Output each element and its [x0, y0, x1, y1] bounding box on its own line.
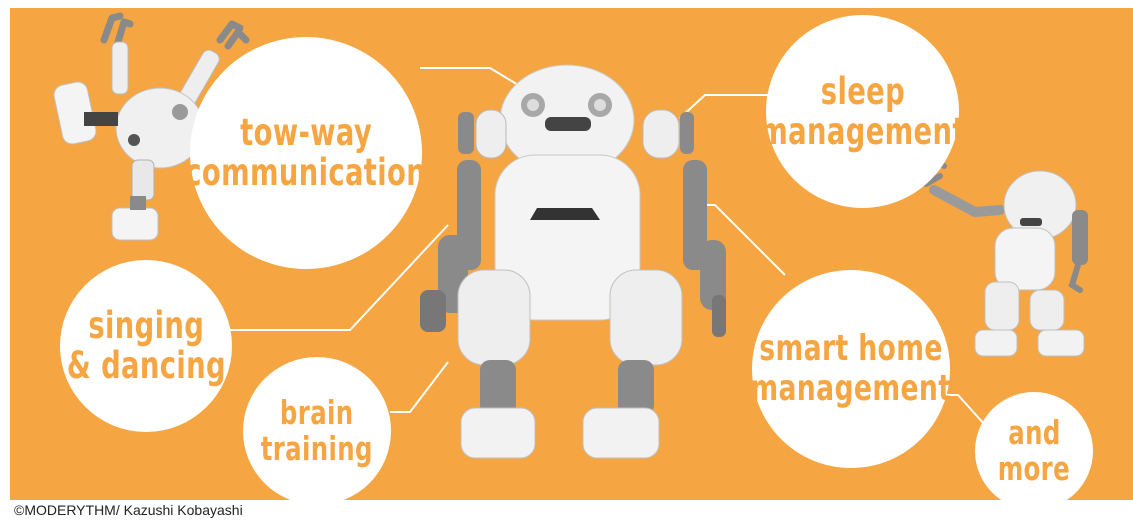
- bubble-text-line: and: [1007, 413, 1061, 452]
- bubble-brain-training: brain training: [243, 357, 391, 505]
- bubble-text-line: communication: [185, 151, 427, 194]
- bubble-text-line: training: [260, 429, 374, 468]
- bubble-and-more: and more: [975, 392, 1093, 510]
- bubble-text-line: singing: [88, 304, 204, 347]
- robot-waving-right: [919, 156, 1088, 357]
- bubble-text-line: tow-way: [240, 111, 372, 154]
- connector-brain: [390, 361, 449, 413]
- bubble-singing-dancing: singing & dancing: [60, 260, 232, 432]
- bubble-text-line: & dancing: [66, 344, 226, 387]
- bubble-text-line: brain: [280, 393, 354, 432]
- bubble-text-line: smart home: [759, 328, 943, 369]
- bubble-text-line: sleep: [820, 69, 905, 113]
- connector-sleep: [679, 94, 768, 119]
- robot-center: [420, 64, 726, 459]
- copyright-credit: ©MODERYTHM/ Kazushi Kobayashi: [14, 502, 243, 518]
- robot-handstand-left: [53, 12, 250, 241]
- bubble-text-line: management: [759, 109, 966, 153]
- connector-singing: [230, 224, 449, 331]
- bubble-sleep-management: sleep management: [759, 15, 965, 208]
- bubble-smart-home-management: smart home management: [750, 270, 952, 468]
- bubble-text-line: more: [997, 449, 1071, 488]
- bubble-text-line: management: [750, 368, 952, 409]
- bubble-tow-way-communication: tow-way communication: [186, 37, 426, 269]
